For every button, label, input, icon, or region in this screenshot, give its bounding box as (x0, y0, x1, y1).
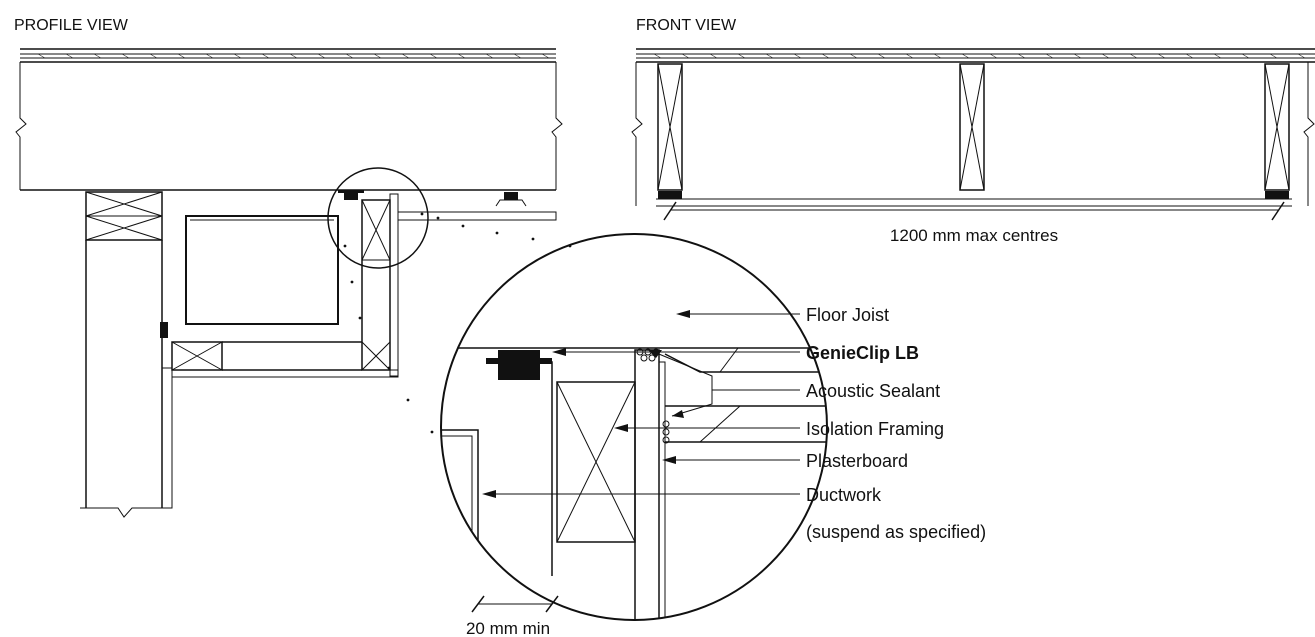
profile-floor-deck (20, 48, 556, 59)
detail-leaders (482, 310, 800, 498)
detail-view: 20 mm min (440, 233, 828, 637)
profile-view (15, 48, 572, 518)
profile-isolation-framing (171, 193, 399, 378)
profile-wall-plate (85, 191, 163, 241)
ductwork-label: Ductwork (806, 485, 882, 505)
detail-callout-circle (327, 167, 429, 269)
floor-joist-label: Floor Joist (806, 305, 889, 325)
callout-leader-dots (343, 212, 572, 434)
front-view: 1200 mm max centres (631, 48, 1315, 245)
front-spacing-label: 1200 mm max centres (890, 226, 1058, 245)
min-gap-label: 20 mm min (466, 619, 550, 637)
wall-clip-icon (160, 322, 168, 338)
genieclip-lb-label: GenieClip LB (806, 343, 919, 363)
ductwork-note: (suspend as specified) (806, 522, 986, 542)
detail-sealant (636, 348, 670, 444)
genieclip-icon (338, 190, 527, 207)
profile-ductwork (185, 215, 339, 325)
isolation-framing-label: Isolation Framing (806, 419, 944, 439)
front-joists (657, 63, 1290, 191)
min-gap-dimension (471, 595, 559, 613)
profile-floor-joist (15, 61, 563, 191)
profile-view-title: PROFILE VIEW (14, 17, 129, 34)
profile-wall (80, 240, 173, 518)
profile-ceiling-board (397, 211, 557, 221)
front-dimension (663, 201, 1285, 221)
acoustic-sealant-label: Acoustic Sealant (806, 381, 940, 401)
front-clip-icon-right (1265, 191, 1289, 199)
front-view-title: FRONT VIEW (636, 17, 737, 34)
plasterboard-label: Plasterboard (806, 451, 908, 471)
detail-genieclip-icon (498, 350, 540, 380)
front-clip-icon (658, 191, 682, 199)
